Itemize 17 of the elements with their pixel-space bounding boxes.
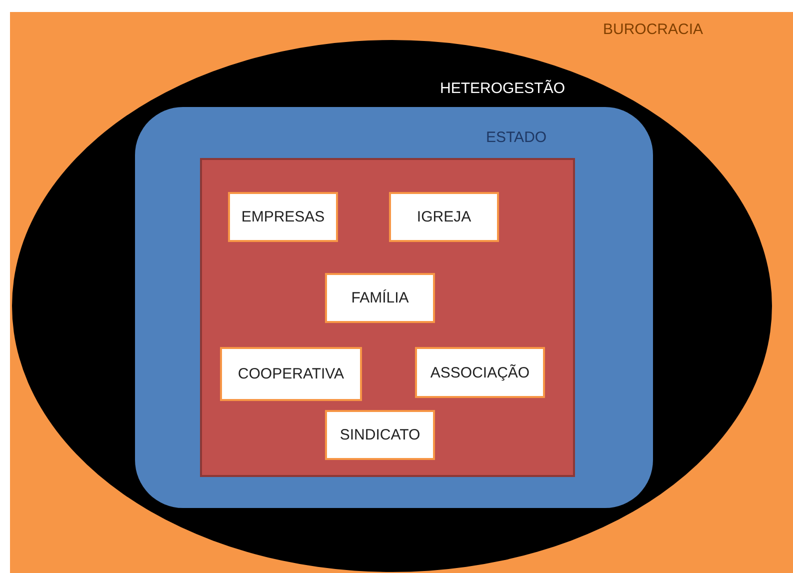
card-label: SINDICATO — [340, 426, 420, 444]
label-card — [220, 347, 362, 401]
label-card — [389, 192, 499, 242]
label-card — [325, 273, 435, 323]
region-label: HETEROGESTÃO — [440, 80, 566, 97]
rounded-panel — [135, 107, 653, 508]
label-card — [325, 410, 435, 460]
region-label: ESTADO — [486, 129, 547, 146]
card-label: COOPERATIVA — [238, 366, 344, 382]
inner-panel — [200, 158, 575, 477]
card-label: EMPRESAS — [241, 208, 325, 226]
label-card — [415, 347, 545, 398]
region-label: BUROCRACIA — [603, 21, 704, 38]
card-label: ASSOCIAÇÃO — [430, 364, 530, 381]
label-card — [228, 192, 338, 242]
card-label: IGREJA — [416, 208, 472, 226]
card-label: FAMÍLIA — [351, 290, 409, 306]
